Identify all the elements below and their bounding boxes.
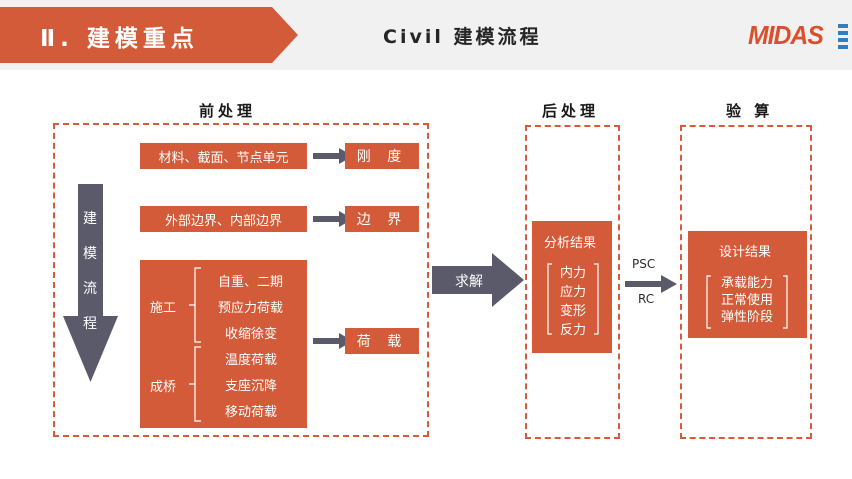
page-subtitle: Civil 建模流程 <box>383 26 542 48</box>
load-item: 收缩徐变 <box>225 327 278 342</box>
psc-label: PSC <box>632 257 656 271</box>
design-bracket <box>706 275 788 329</box>
load-item: 自重、二期 <box>218 275 284 290</box>
load-box: 荷 载 <box>345 328 419 354</box>
material-section-node-box: 材料、截面、节点单元 <box>140 143 307 169</box>
result-item: 应力 <box>559 285 586 300</box>
boundary-box: 边 界 <box>345 206 419 232</box>
bridge-label: 成桥 <box>150 380 177 395</box>
load-item: 预应力荷载 <box>218 301 284 316</box>
flow-char: 建 <box>83 211 97 227</box>
design-item: 弹性阶段 <box>720 310 773 325</box>
design-items: 承载能力 正常使用 弹性阶段 <box>711 275 783 326</box>
section-title-post: 后处理 <box>542 102 600 120</box>
load-item: 温度荷载 <box>225 353 278 368</box>
result-item: 内力 <box>559 266 586 281</box>
design-item: 正常使用 <box>720 293 773 308</box>
arrow-right-icon <box>625 275 677 293</box>
boundary-items-box: 外部边界、内部边界 <box>140 206 307 232</box>
result-item: 反力 <box>559 323 586 338</box>
rc-label: RC <box>638 292 655 306</box>
section-title-pre: 前处理 <box>199 102 257 120</box>
load-item: 支座沉降 <box>225 379 278 394</box>
midas-logo: MIDAS <box>748 20 824 50</box>
stiffness-box: 刚 度 <box>345 143 419 169</box>
title-banner <box>0 7 298 63</box>
analysis-result-title: 分析结果 <box>544 236 597 251</box>
construction-bracket <box>189 267 201 343</box>
load-item: 移动荷载 <box>225 405 278 420</box>
design-item: 承载能力 <box>720 276 773 291</box>
flow-char: 程 <box>83 316 97 332</box>
construction-label: 施工 <box>150 301 177 316</box>
check-frame <box>680 125 812 439</box>
page-title: Ⅱ. 建模重点 <box>40 26 199 52</box>
solve-label: 求解 <box>455 274 483 290</box>
section-title-check: 验 算 <box>726 102 774 120</box>
flow-char: 模 <box>83 246 97 262</box>
result-item: 变形 <box>559 304 586 319</box>
solve-arrow <box>432 253 524 307</box>
load-group-box <box>140 260 307 428</box>
analysis-result-box <box>532 221 612 353</box>
analysis-items: 内力 应力 变形 反力 <box>552 264 594 340</box>
flow-char: 流 <box>83 281 97 297</box>
analysis-bracket <box>547 263 599 335</box>
modeling-flow-arrow <box>63 184 118 382</box>
design-result-title: 设计结果 <box>719 245 772 260</box>
post-processing-frame <box>525 125 620 439</box>
logo-stripes-icon <box>838 24 848 49</box>
pre-processing-frame <box>53 123 429 437</box>
bridge-bracket <box>189 346 201 422</box>
